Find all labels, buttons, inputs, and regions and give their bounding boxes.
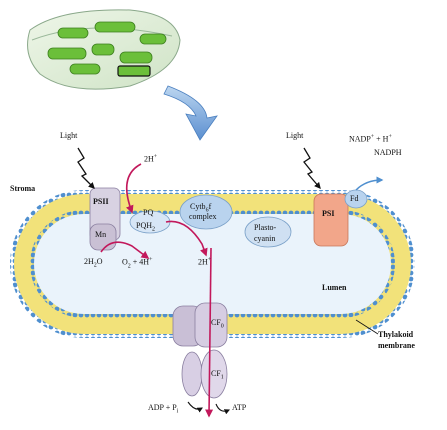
electron-arrows	[355, 176, 384, 191]
pqh2-label: PQH2	[136, 221, 156, 233]
atp-label: ATP	[232, 403, 247, 412]
membrane-pointer	[355, 319, 379, 335]
cf0-label: CF0	[211, 318, 224, 330]
h-lumen-label: 2H+	[198, 257, 212, 267]
h-stroma-label: 2H+	[144, 154, 158, 164]
plastocyanin-label-line2: cyanin	[254, 234, 276, 243]
thylakoid-label-line1: Thylakoid	[378, 330, 414, 339]
fd-label: Fd	[350, 194, 359, 203]
stroma-label: Stroma	[10, 184, 36, 193]
zoom-arrow	[163, 85, 218, 141]
plastocyanin	[244, 216, 292, 248]
cytb6f-complex	[179, 194, 233, 230]
nadp-label: NADP+ + H+	[349, 134, 392, 144]
psi-label: PSI	[322, 209, 335, 218]
mn-label: Mn	[95, 230, 107, 239]
thylakoid-label-line2: membrane	[378, 341, 415, 350]
pq-label: PQ	[143, 208, 154, 217]
oxygen-protons-label: O2 + 4H+	[122, 257, 153, 270]
psii-label: PSII	[93, 197, 109, 206]
atp-arrows	[187, 401, 231, 415]
proton-arrows	[100, 163, 214, 418]
adp-label: ADP + Pi	[148, 403, 179, 415]
light-label-left: Light	[60, 131, 78, 140]
cytb6f-label-line2: complex	[189, 212, 217, 221]
nadph-label: NADPH	[374, 148, 402, 157]
cytb6f-label-line1: Cytb6f	[190, 202, 212, 214]
psi-complex	[313, 193, 349, 247]
plastocyanin-label-line1: Plasto-	[254, 223, 277, 232]
water-label: 2H2O	[84, 257, 103, 269]
light-label-right: Light	[286, 131, 304, 140]
cf1-label: CF1	[211, 369, 224, 381]
light-arrows	[77, 147, 321, 189]
lumen-label: Lumen	[322, 283, 347, 292]
atp-synthase	[172, 302, 228, 399]
chloroplast-illustration	[27, 9, 181, 90]
